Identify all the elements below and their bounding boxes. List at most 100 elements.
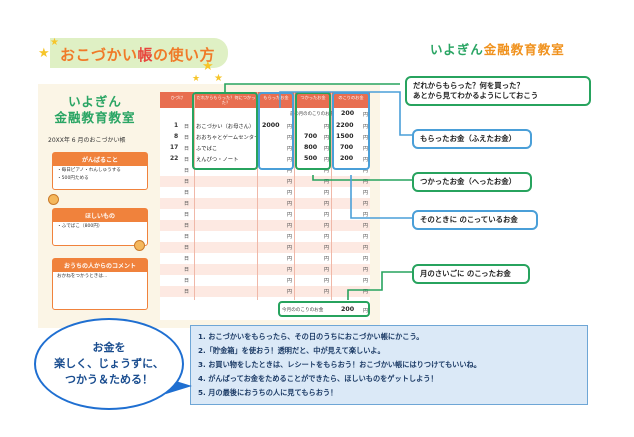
stripe: [160, 242, 370, 253]
row-balance: 200: [340, 155, 354, 162]
yen-unit: 円: [363, 112, 369, 118]
page-title: おこづかい帳の使い方: [60, 46, 216, 64]
row-balance: 1500: [336, 133, 354, 140]
yen-unit: 円: [363, 234, 369, 240]
yen-unit: 円: [287, 179, 293, 185]
stripe: [160, 176, 370, 187]
day-unit: 日: [184, 256, 190, 262]
yen-unit: 円: [287, 212, 293, 218]
yen-unit: 円: [363, 190, 369, 196]
rule-item: 1. おこづかいをもらったら、その日のうちにおこづかい帳にかこう。: [198, 332, 424, 341]
character-face-icon: [48, 194, 59, 205]
yen-unit: 円: [363, 179, 369, 185]
header-spent: つかったお金: [295, 92, 331, 108]
yen-unit: 円: [324, 245, 330, 251]
goals-heading: がんばること: [53, 153, 147, 166]
column-divider: [257, 92, 258, 300]
header-note: だれからもらった？何につかった？: [195, 92, 257, 108]
yen-unit: 円: [324, 267, 330, 273]
sheet-title: いよぎん 金融教育教室: [54, 94, 136, 125]
row-spent: 800: [304, 144, 318, 151]
day-unit: 日: [184, 223, 190, 229]
wants-item: ・ふでばこ（800円）: [57, 224, 103, 229]
connector-note: [224, 83, 400, 92]
yen-unit: 円: [363, 157, 369, 163]
goals-box: がんばること ・毎日ピアノ・れんしゅうする ・500円ためる: [52, 152, 148, 190]
row-day: 1: [174, 122, 179, 129]
yen-unit: 円: [324, 135, 330, 141]
yen-unit: 円: [363, 146, 369, 152]
yen-unit: 円: [363, 212, 369, 218]
yen-unit: 円: [287, 234, 293, 240]
callout-received: もらったお金（ふえたお金）: [412, 129, 532, 149]
yen-unit: 円: [363, 168, 369, 174]
day-unit: 日: [184, 289, 190, 295]
row-note: おこづかい（お母さん）: [196, 124, 255, 130]
speech-bubble: [34, 318, 184, 410]
comment-note: おかねをつかうときは...: [57, 274, 108, 279]
rule-item: 3. お買い物をしたときは、レシートをもらおう！おこづかい帳にはりつけてもいいね…: [198, 360, 481, 369]
callout-spent: つかったお金（へったお金）: [412, 172, 532, 192]
comment-heading: おうちの人からのコメント: [53, 259, 147, 272]
yen-unit: 円: [324, 289, 330, 295]
yen-unit: 円: [324, 190, 330, 196]
header-received: もらったお金: [258, 92, 294, 108]
yen-unit: 円: [324, 256, 330, 262]
yen-unit: 円: [363, 278, 369, 284]
day-unit: 日: [184, 278, 190, 284]
star-icon: ★: [38, 46, 50, 61]
day-unit: 日: [184, 146, 190, 152]
wants-heading: ほしいもの: [53, 209, 147, 222]
yen-unit: 円: [324, 146, 330, 152]
yen-unit: 円: [324, 201, 330, 207]
yen-unit: 円: [287, 168, 293, 174]
yen-unit: 円: [287, 267, 293, 273]
yen-unit: 円: [363, 201, 369, 207]
day-unit: 日: [184, 190, 190, 196]
wants-box: ほしいもの ・ふでばこ（800円）: [52, 208, 148, 246]
yen-unit: 円: [324, 234, 330, 240]
yen-unit: 円: [287, 135, 293, 141]
day-unit: 日: [184, 168, 190, 174]
day-unit: 日: [184, 124, 190, 130]
yen-unit: 円: [287, 157, 293, 163]
highlight-balance-column: [332, 92, 370, 170]
row-note: ふでばこ: [196, 146, 218, 152]
yen-unit: 円: [324, 168, 330, 174]
day-unit: 日: [184, 179, 190, 185]
header-balance: のこりのお金: [332, 92, 370, 108]
bubble-line: つかう＆ためる！: [65, 373, 153, 386]
connector-spent: [312, 175, 418, 181]
highlight-note-column: [192, 92, 258, 170]
connector-received: [279, 91, 418, 136]
day-unit: 日: [184, 267, 190, 273]
rules-box: [190, 325, 588, 405]
goals-item: ・毎日ピアノ・れんしゅうする: [57, 168, 121, 173]
brand-logo: いよぎん金融教育教室: [430, 42, 565, 57]
connector-final: [347, 271, 418, 300]
yen-unit: 円: [363, 256, 369, 262]
yen-unit: 円: [287, 256, 293, 262]
row-balance: 2200: [336, 122, 354, 129]
yen-unit: 円: [363, 289, 369, 295]
column-divider: [294, 92, 295, 300]
goals-item: ・500円ためる: [57, 176, 89, 181]
yen-unit: 円: [363, 223, 369, 229]
yen-unit: 円: [363, 135, 369, 141]
rule-item: 2.「貯金箱」を使おう！透明だと、中が見えて楽しいよ。: [198, 346, 385, 355]
yen-unit: 円: [324, 278, 330, 284]
rule-item: 4. がんばってお金をためることができたら、ほしいものをゲットしよう！: [198, 374, 438, 383]
highlight-final-balance: [278, 301, 370, 317]
yen-unit: 円: [324, 179, 330, 185]
yen-unit: 円: [287, 245, 293, 251]
header-date: ひづけ: [160, 92, 194, 108]
carryover-label: 前の月ののこりのお金: [290, 112, 334, 117]
yen-unit: 円: [287, 146, 293, 152]
character-face-icon: [134, 240, 145, 251]
comment-box: おうちの人からのコメント おかねをつかうときは...: [52, 258, 148, 310]
row-day: 22: [170, 155, 179, 162]
yen-unit: 円: [287, 190, 293, 196]
yen-unit: 円: [324, 212, 330, 218]
callout-final: 月のさいごに のこったお金: [412, 264, 530, 284]
